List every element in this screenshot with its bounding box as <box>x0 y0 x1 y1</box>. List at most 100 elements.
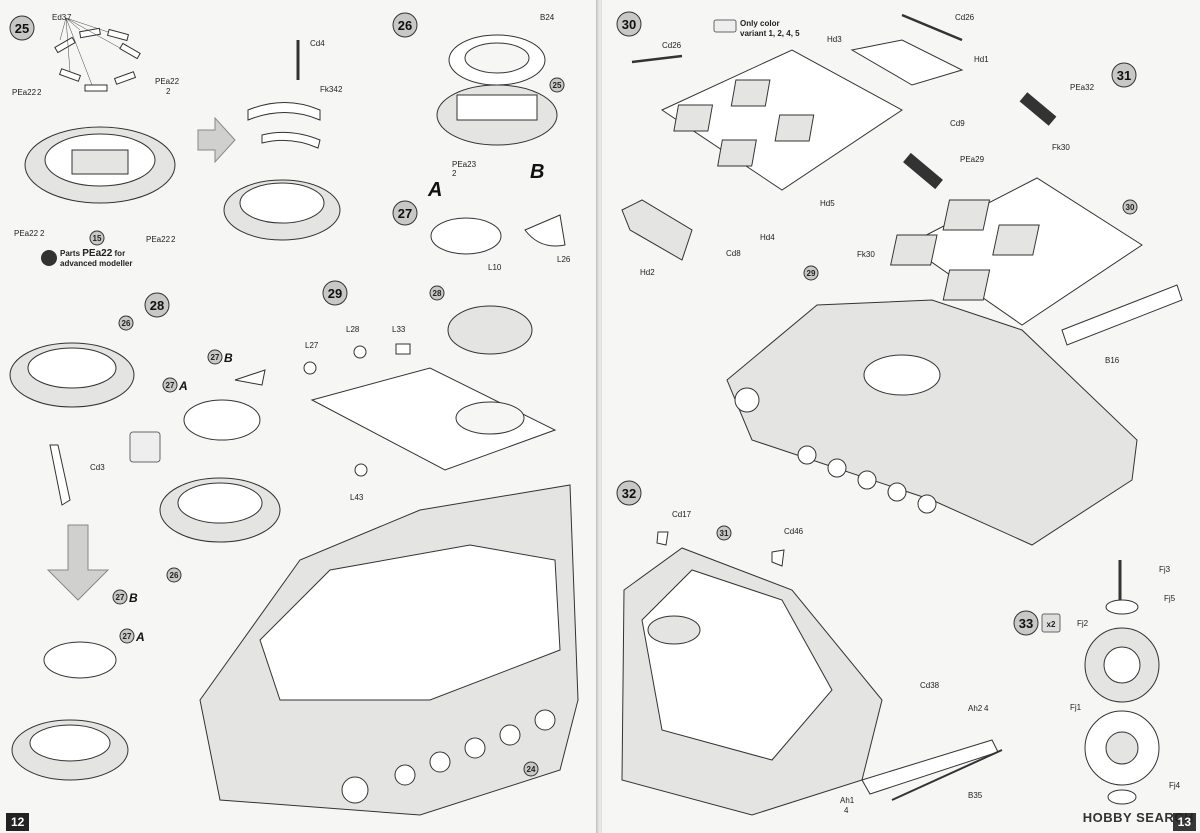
step33-quantity: x2 <box>1047 620 1056 629</box>
ref-badge-25 <box>549 77 565 93</box>
ref-label-27: 27 <box>123 632 132 641</box>
b16-part <box>1061 284 1183 346</box>
label-pea23-qty: 2 <box>452 169 457 178</box>
ref-label-29: 29 <box>807 269 816 278</box>
color-note-line2: variant 1, 2, 4, 5 <box>740 29 800 38</box>
ref-label-31: 31 <box>720 529 729 538</box>
hatch-opening <box>673 104 714 132</box>
label-fk34-qty: 2 <box>338 85 343 94</box>
hull-superstructure <box>259 544 561 701</box>
cupola <box>647 615 701 645</box>
fk34-strap-part <box>247 102 321 121</box>
fj5-washer-part <box>1105 599 1139 615</box>
ref-badge-24 <box>523 761 539 777</box>
plate-part <box>54 36 76 54</box>
label-pea22-c-qty: 2 <box>40 229 45 238</box>
right-page: 30 Only color variant 1, 2, 4, 5 Cd26 Hd… <box>602 0 1200 833</box>
label-cd26-b: Cd26 <box>955 13 975 22</box>
label-l33: L33 <box>392 325 406 334</box>
hatch-b-part <box>234 369 266 386</box>
ref-label-a: A <box>135 630 145 644</box>
cd3-post-part <box>49 444 71 506</box>
label-fj2: Fj2 <box>1077 619 1089 628</box>
label-cd38: Cd38 <box>920 681 940 690</box>
pea32-part <box>1019 92 1057 126</box>
road-wheels <box>341 709 556 804</box>
step-number-30: 30 <box>622 17 636 32</box>
label-hd2: Hd2 <box>640 268 655 277</box>
label-pea22-d: PEa22 <box>146 235 171 244</box>
color-note-line1: Only color <box>740 19 780 28</box>
ref-label-26: 26 <box>122 319 131 328</box>
step-badge-27 <box>392 200 418 226</box>
plate-part <box>58 68 82 82</box>
hatch-opening <box>890 234 938 266</box>
roof-turret-opening <box>455 401 525 435</box>
ref-label-b: B <box>129 591 138 605</box>
label-fj3: Fj3 <box>1159 565 1171 574</box>
variant-b-label: B <box>530 161 544 183</box>
ref-badge-30 <box>1122 199 1138 215</box>
pea29-part <box>903 152 943 190</box>
label-cd3: Cd3 <box>90 463 105 472</box>
label-l10: L10 <box>488 263 502 272</box>
label-pea22-b: PEa22 <box>155 77 180 86</box>
step-badge-30 <box>616 11 642 37</box>
plate-part <box>119 42 141 60</box>
label-ed3-qty: 7 <box>67 13 72 22</box>
step-badge-33 <box>1013 610 1039 636</box>
step-number-25: 25 <box>15 21 29 36</box>
step-badge-25 <box>9 15 35 41</box>
road-wheels <box>734 387 937 514</box>
label-ah1: Ah1 <box>840 796 855 805</box>
advanced-note-line1: Parts PEa22 for <box>60 248 125 259</box>
ref-badge-28 <box>429 285 445 301</box>
advanced-note-line2: advanced modeller <box>60 259 132 268</box>
flow-arrow-icon <box>197 116 236 164</box>
ref-label-28: 28 <box>433 289 442 298</box>
step-badge-28 <box>144 292 170 318</box>
ref-badge-27 <box>162 377 178 393</box>
ref-badge-27 <box>207 349 223 365</box>
label-b24: B24 <box>540 13 555 22</box>
step-27: 27 PEa23 2 A B L10 L26 <box>392 160 571 272</box>
step-number-27: 27 <box>398 206 412 221</box>
step-badge-26 <box>392 12 418 38</box>
step-badge-32 <box>616 480 642 506</box>
left-page: 25 Ed3 7 PEa22 2 PEa22 2 PE <box>0 0 598 833</box>
ref-badge-29 <box>803 265 819 281</box>
b35-rod-part <box>891 749 1003 801</box>
turret-assembly <box>447 305 533 355</box>
hatch-opening <box>942 199 991 231</box>
step-28: 28 26 Cd3 27 B 27 A 26 <box>9 292 281 781</box>
ref-label-27: 27 <box>116 593 125 602</box>
step-26: 26 B24 25 <box>392 12 565 146</box>
label-cd26-a: Cd26 <box>662 41 682 50</box>
step-33: 33 x2 Fj3 Fj5 Fj2 Fj1 Fj4 <box>1013 560 1181 805</box>
turret-on-hull <box>863 354 941 396</box>
color-variant-icon <box>713 19 737 33</box>
label-ah1-qty: 4 <box>844 806 849 815</box>
advanced-modeller-icon <box>41 250 57 266</box>
hd2-part <box>621 199 693 261</box>
label-l28: L28 <box>346 325 360 334</box>
quantity-badge <box>1041 613 1061 633</box>
step-number-28: 28 <box>150 298 164 313</box>
label-hd5: Hd5 <box>820 199 835 208</box>
turret-ring-wall <box>71 149 129 175</box>
step-number-29: 29 <box>328 286 342 301</box>
label-fk34: Fk34 <box>320 85 338 94</box>
step-number-31: 31 <box>1117 68 1131 83</box>
ref-badge-15 <box>89 230 105 246</box>
roof-plate-part <box>310 367 557 471</box>
plate-part <box>84 84 108 92</box>
leader-lines <box>59 17 121 86</box>
label-pea32: PEa32 <box>1070 83 1095 92</box>
ref-label-27: 27 <box>211 353 220 362</box>
label-fj1: Fj1 <box>1070 703 1082 712</box>
rotate-icon <box>129 431 161 463</box>
ref-badge-31 <box>716 525 732 541</box>
label-pea22-a-qty: 2 <box>37 88 42 97</box>
label-pea22-a: PEa22 <box>12 88 37 97</box>
